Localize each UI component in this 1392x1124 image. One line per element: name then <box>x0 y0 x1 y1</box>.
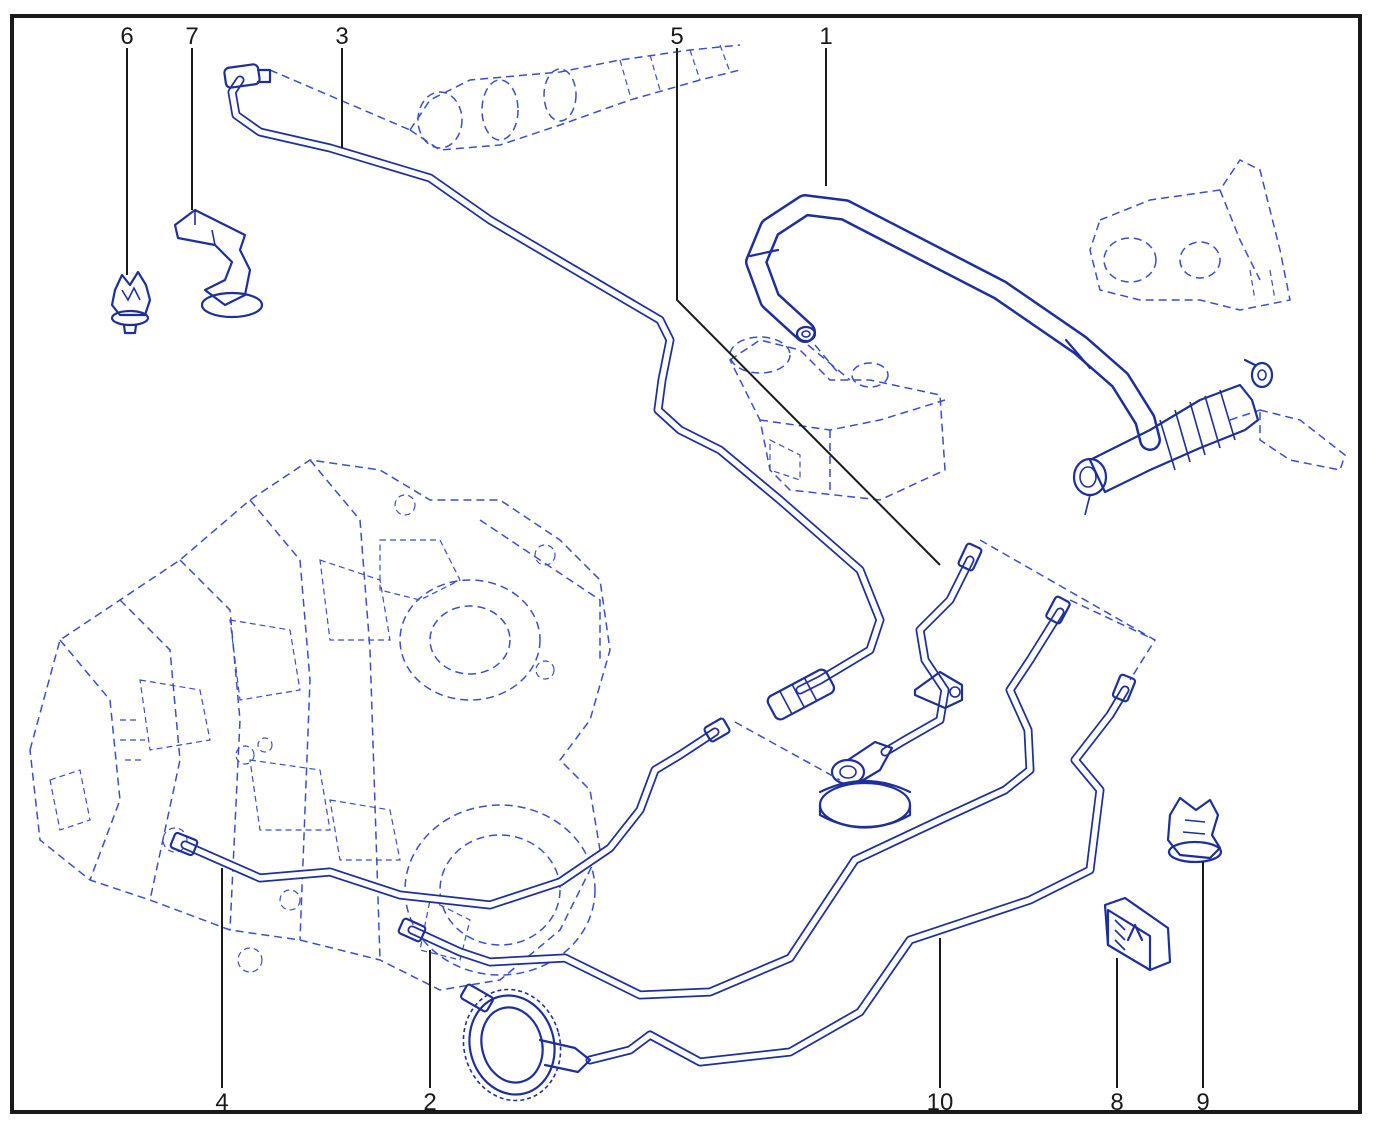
callout-10: 10 <box>927 1089 954 1116</box>
part-10-pipe-and-gear <box>460 673 1137 1102</box>
callout-5: 5 <box>670 23 683 50</box>
callout-9: 9 <box>1196 1089 1209 1116</box>
callout-2: 2 <box>423 1089 436 1116</box>
alignment-guides <box>979 539 1157 681</box>
callout-3: 3 <box>335 23 348 50</box>
part-3-pipe <box>223 63 885 721</box>
callout-1: 1 <box>819 23 832 50</box>
fluid-reservoir-context <box>729 336 946 501</box>
part-9-clip <box>1166 796 1223 864</box>
callout-labels: 6 7 3 5 1 4 2 10 8 9 <box>120 23 1209 1116</box>
part-4-pipe <box>169 717 731 910</box>
part-8-clip <box>1103 896 1172 972</box>
clutch-master-cylinder <box>1072 358 1274 516</box>
part-7-clip <box>173 208 264 319</box>
callout-6: 6 <box>120 23 133 50</box>
part-6-clip <box>110 270 152 335</box>
callout-8: 8 <box>1110 1089 1123 1116</box>
callout-7: 7 <box>185 23 198 50</box>
part-2-pipe <box>397 595 1071 1000</box>
master-cylinder-context <box>269 44 741 151</box>
pedal-box-context <box>1089 159 1346 471</box>
part-5-pipe <box>880 542 983 757</box>
leader-lines <box>126 48 1204 1088</box>
part-1-hose <box>745 194 1161 451</box>
callout-4: 4 <box>215 1089 228 1116</box>
gearbox-housing-outline <box>29 459 611 991</box>
slave-cylinder <box>734 721 912 829</box>
